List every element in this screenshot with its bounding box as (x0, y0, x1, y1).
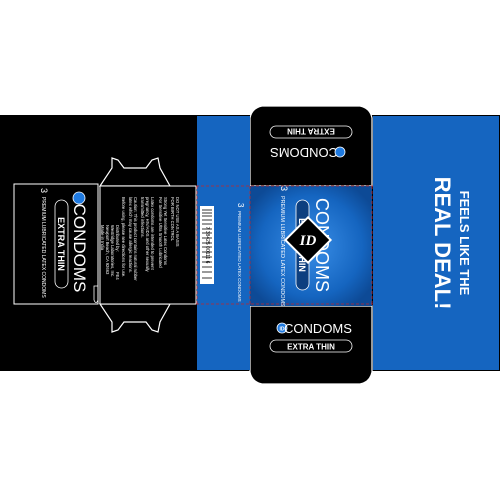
caution-line-1: Caution: This product contains natural r… (133, 197, 138, 281)
front-descriptor: PREMIUM LUBRICATED LATEX CONDOMS (279, 196, 285, 307)
description-line-1: Strong Yet Sensitive Latex Condoms (163, 197, 168, 265)
bottom-flap-variant: EXTRA THIN (287, 343, 335, 352)
barcode-number: 7 38425 00111 6 (204, 227, 210, 264)
front-logo-mark: ID (299, 233, 317, 249)
bottom-flap-variant-pill (269, 339, 353, 353)
latex-note-line-1: Latex condoms are intended to prevent (150, 197, 155, 270)
directions-text: Before using, please see directions for … (121, 197, 126, 277)
description-line-2: For Sensitive Ultra Smooth Lubricated (158, 197, 163, 268)
lot-code: FE4 (115, 272, 120, 280)
bottom-flap-logo-badge (276, 322, 288, 334)
distributor-line-2: Westridge Laboratories, Inc. (110, 225, 115, 277)
latex-note-line-2: pregnancy, HIV/AIDS and other sexually (145, 197, 150, 273)
top-flap-brand-name: CONDOMS (270, 145, 338, 160)
top-flap-variant: EXTRA THIN (287, 127, 335, 136)
condom-illustration (93, 285, 99, 303)
caution-line-2: latex which may cause allergic reactions… (128, 197, 133, 273)
barcode (200, 206, 214, 284)
side-text-panel (99, 185, 197, 305)
bottom-flap-logo-mark: ID (280, 327, 285, 333)
back-variant-pill (54, 199, 69, 289)
distributor-line-3: Newport Beach, CA 92663 (105, 225, 110, 275)
back-logo-badge (72, 191, 86, 205)
back-count: 3 (39, 188, 49, 193)
back-panel (13, 183, 99, 305)
narrow-panel-descriptor: PREMIUM LUBRICATED LATEX CONDOMS (237, 211, 242, 302)
back-descriptor: PREMIUM LUBRICATED LATEX CONDOMS (40, 197, 46, 298)
back-variant: EXTRA THIN (56, 217, 66, 271)
bottom-flap-brand-name: CONDOMS (284, 321, 352, 336)
tagline-line1: FEELS LIKE THE (457, 191, 472, 296)
distributor-line-1: Distributed by: (115, 225, 120, 252)
back-brand-name: CONDOMS (70, 204, 89, 293)
distributor-line-4: Made in India (100, 225, 105, 251)
front-count: 3 (279, 186, 289, 191)
front-diamond-logo: ID (283, 215, 333, 265)
left-bottom-flap (98, 303, 172, 333)
narrow-panel-count: 3 (236, 203, 245, 208)
top-flap-logo-badge (334, 146, 346, 158)
warning-line-2: FOR BIRTH CONTROL (170, 197, 175, 242)
top-flap-variant-pill (269, 125, 353, 139)
left-top-flap (98, 157, 172, 187)
latex-note-line-3: transmitted infections. (140, 197, 145, 238)
side-panel-blue (373, 116, 499, 370)
cut-lines (196, 185, 373, 305)
tagline-line2: REAL DEAL! (430, 177, 455, 310)
glue-flap (0, 184, 12, 304)
warning-line-1: DO NOT USE AS A BASIS (175, 197, 180, 247)
